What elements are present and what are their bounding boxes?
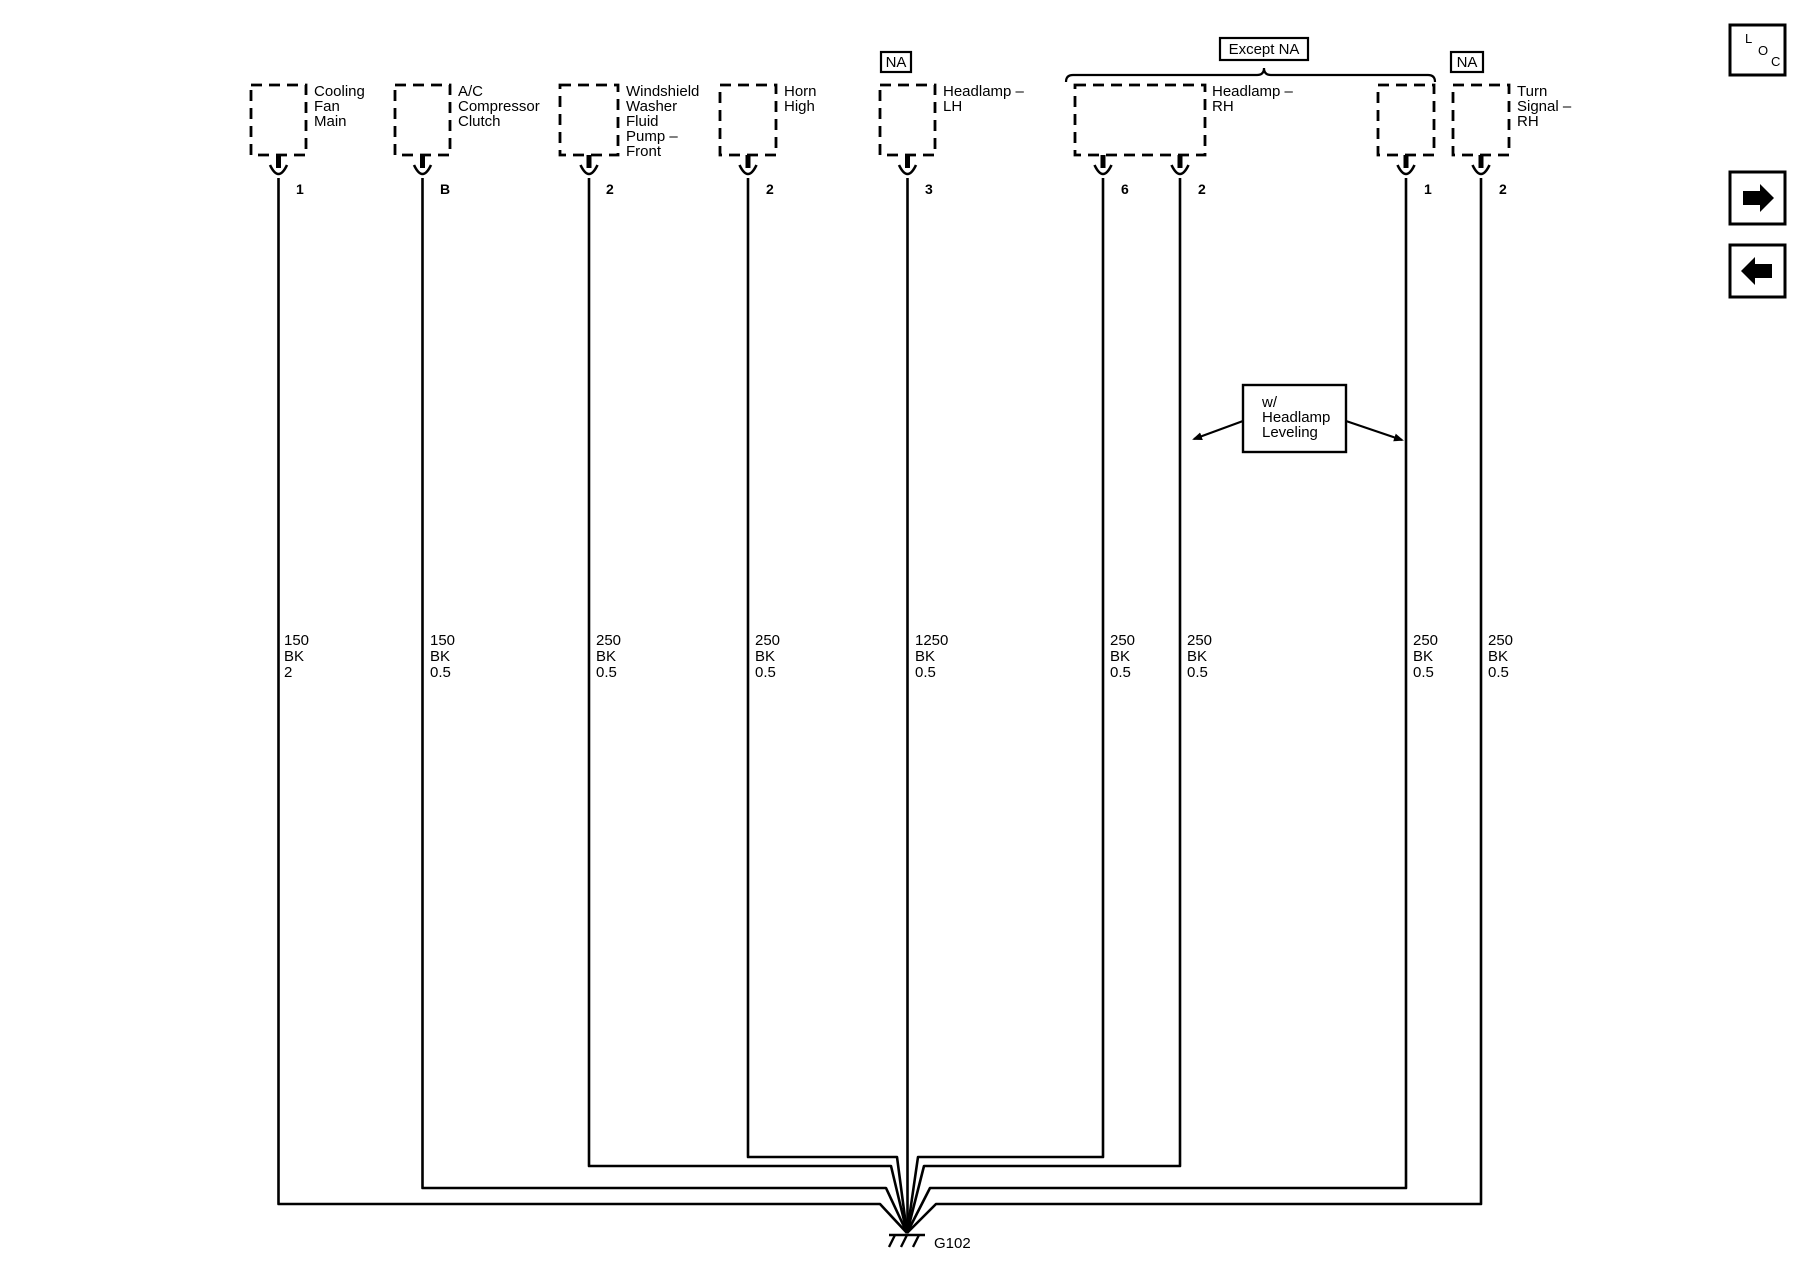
loc-letter-l: L	[1745, 31, 1752, 46]
connector-box-ac-compressor-clutch	[393, 83, 452, 157]
connector-box-horn-high	[718, 83, 778, 157]
connector-box-headlamp-rh	[1073, 83, 1207, 157]
label-ac-compressor-clutch: A/C Compressor Clutch	[458, 83, 544, 130]
pin-terminal	[412, 155, 433, 176]
wire	[587, 178, 909, 1234]
pin-number: 2	[1499, 181, 1507, 197]
pin-number: 3	[925, 181, 933, 197]
wire	[905, 178, 1105, 1234]
svg-text:w/ Headlamp Leveli: w/ Headlamp Leveling	[1261, 394, 1335, 441]
pin-number: 1	[1424, 181, 1432, 197]
leveling-arrow-right	[1345, 419, 1404, 442]
pin-number: 2	[766, 181, 774, 197]
connector-box-headlamp-rh-na	[1376, 83, 1436, 157]
label-windshield-washer-fluid-pump-front: Windshield Washer Fluid Pump – Front	[626, 83, 704, 160]
pin-number: 6	[1121, 181, 1129, 197]
wire	[905, 178, 1182, 1234]
pin-number: 1	[296, 181, 304, 197]
pin-terminal	[579, 155, 599, 176]
label-headlamp-rh: Headlamp – RH	[1212, 83, 1297, 115]
pin-terminal	[897, 155, 918, 176]
wire	[746, 178, 909, 1234]
ground-symbol	[887, 1233, 925, 1248]
headlamp-leveling-option: w/ Headlamp Leveling	[1241, 383, 1348, 454]
na-tag-headlamp-lh: NA	[879, 50, 913, 74]
connector-box-cooling-fan-main	[249, 83, 308, 157]
arrow-left-icon	[1741, 257, 1772, 285]
connector-box-headlamp-lh	[878, 83, 937, 157]
label-horn-high: Horn High	[784, 83, 821, 115]
pin-terminal	[268, 155, 289, 176]
svg-text:NA: NA	[1457, 54, 1478, 71]
loc-letter-c: C	[1771, 54, 1780, 69]
pin-terminal	[1471, 155, 1491, 176]
loc-letter-o: O	[1758, 43, 1768, 58]
connector-box-turn-signal-rh	[1451, 83, 1511, 157]
label-turn-signal-rh: Turn Signal – RH	[1517, 83, 1575, 130]
pin-number: 2	[606, 181, 614, 197]
loc-button[interactable]: L O C	[1728, 23, 1787, 77]
label-headlamp-lh: Headlamp – LH	[943, 83, 1028, 115]
except-na-tag: Except NA	[1218, 36, 1310, 62]
pin-terminal	[738, 155, 758, 176]
pin-number: 2	[1198, 181, 1206, 197]
wire	[421, 178, 909, 1234]
na-tag-turn-signal-rh: NA	[1449, 50, 1485, 74]
arrow-right-icon	[1743, 184, 1774, 212]
wire	[906, 178, 1483, 1234]
label-cooling-fan-main: Cooling Fan Main	[314, 83, 369, 130]
pin-terminal	[1093, 155, 1113, 176]
wire	[277, 178, 908, 1234]
leveling-arrow-left	[1192, 419, 1244, 441]
pin-number: B	[440, 181, 450, 197]
ground-label: G102	[934, 1235, 971, 1252]
connector-box-windshield-washer-fluid-pump-front	[558, 83, 620, 157]
wire	[905, 178, 1408, 1234]
previous-button[interactable]	[1728, 243, 1787, 299]
pin-terminal	[1170, 155, 1190, 176]
svg-text:NA: NA	[886, 54, 907, 71]
pin-terminal	[1396, 155, 1416, 176]
svg-text:Except NA: Except NA	[1229, 41, 1300, 58]
except-na-bracket	[1064, 67, 1437, 83]
next-button[interactable]	[1728, 170, 1787, 226]
